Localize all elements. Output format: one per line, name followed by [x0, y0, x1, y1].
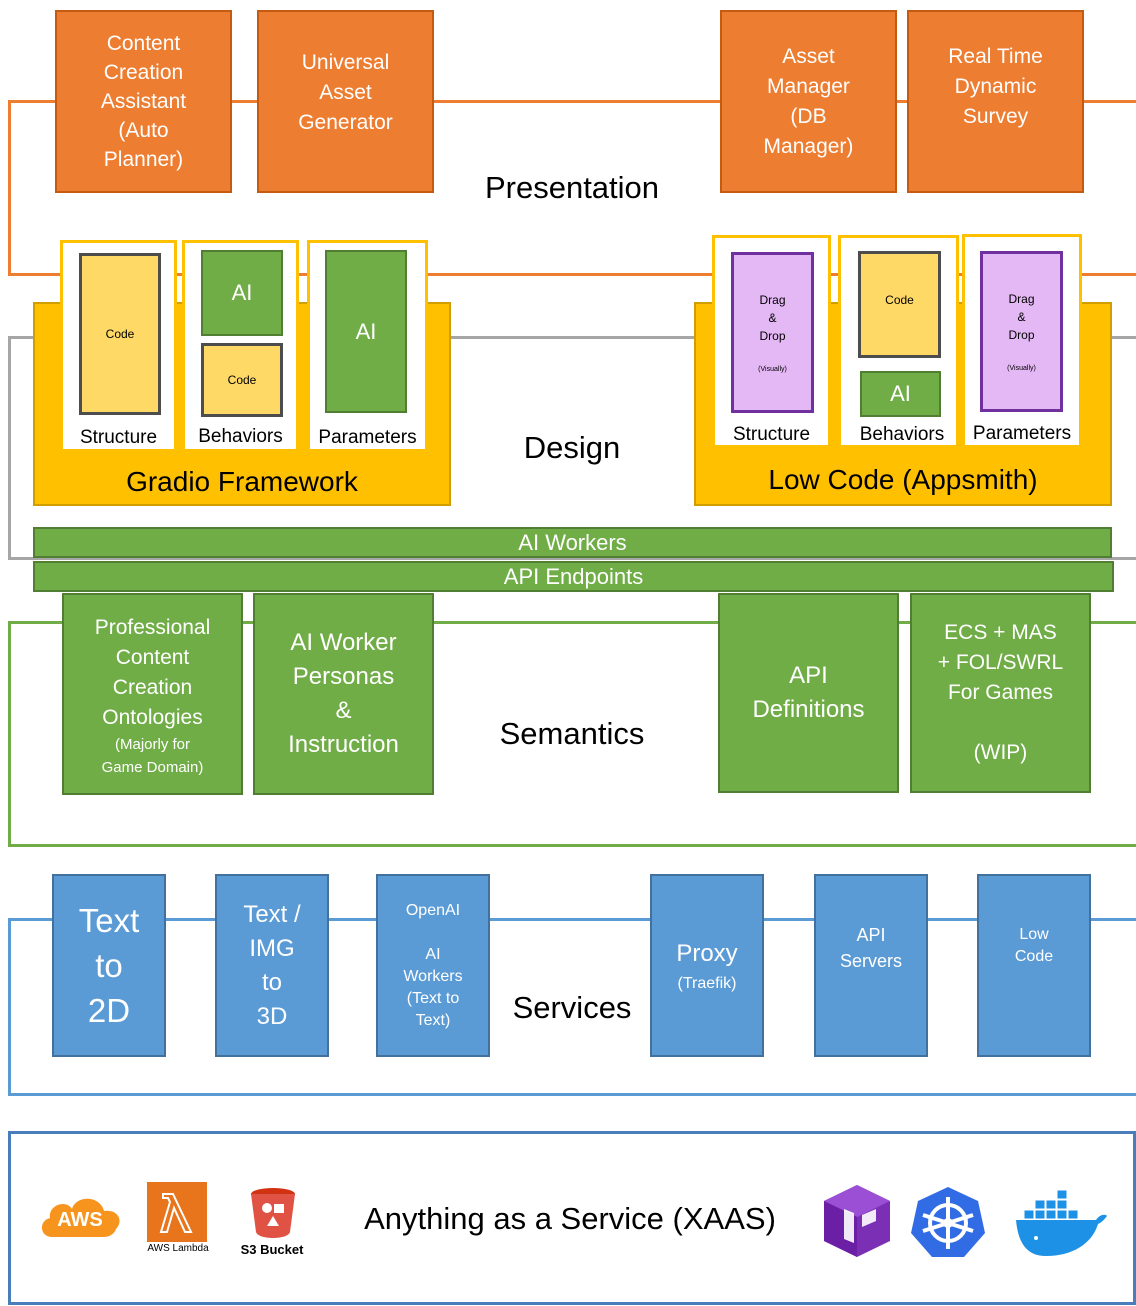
design-frame-left [8, 336, 11, 560]
lowcode-parameters-dragdrop-text: Drag & Drop [1008, 292, 1035, 342]
proxy-text: Proxy [676, 940, 738, 967]
api-servers-box: API Servers [814, 874, 928, 1057]
low-code-service-box: Low Code [977, 874, 1091, 1057]
content-creation-assistant-box: Content Creation Assistant (Auto Planner… [55, 10, 232, 193]
lowcode-structure-dragdrop-text: Drag & Drop [759, 293, 786, 343]
design-frame-top [8, 336, 1136, 339]
lowcode-parameters-dragdrop: Drag & Drop (Visually) [980, 251, 1063, 412]
cube-icon [822, 1183, 892, 1259]
gradio-structure-label: Structure [79, 427, 158, 448]
services-frame-left [8, 918, 11, 1096]
lowcode-parameters-dragdrop-note: (Visually) [1007, 365, 1036, 372]
semantics-label: Semantics [499, 716, 645, 751]
presentation-frame-left [8, 100, 11, 276]
lowcode-structure-label: Structure [732, 424, 811, 445]
aws-icon: AWS [36, 1187, 124, 1247]
lowcode-behaviors-code: Code [858, 251, 941, 358]
asset-manager-box: Asset Manager (DB Manager) [720, 10, 897, 193]
ecs-mas-box: ECS + MAS + FOL/SWRL For Games (WIP) [910, 593, 1091, 793]
api-definitions-box: API Definitions [718, 593, 899, 793]
presentation-frame-top [8, 100, 1136, 103]
aws-lambda-caption: AWS Lambda [147, 1243, 209, 1254]
ai-workers-bar: AI Workers [33, 527, 1112, 558]
semantics-frame-top [8, 621, 1136, 624]
lowcode-structure-dragdrop: Drag & Drop (Visually) [731, 252, 814, 413]
gradio-parameters-label: Parameters [318, 427, 417, 448]
lowcode-parameters-label: Parameters [972, 423, 1072, 444]
gradio-parameters-ai: AI [325, 250, 407, 413]
lowcode-behaviors-label: Behaviors [859, 424, 945, 445]
gradio-framework-title: Gradio Framework [126, 466, 358, 497]
design-label: Design [523, 430, 621, 465]
aws-text: AWS [57, 1209, 103, 1231]
worker-personas-box: AI Worker Personas & Instruction [253, 593, 434, 795]
services-label: Services [512, 990, 632, 1025]
proxy-box: Proxy (Traefik) [650, 874, 764, 1057]
real-time-survey-box: Real Time Dynamic Survey [907, 10, 1084, 193]
semantics-frame-left [8, 621, 11, 847]
docker-icon [1012, 1186, 1108, 1258]
aws-lambda-icon [147, 1182, 207, 1242]
gradio-structure-code: Code [79, 253, 161, 415]
ontologies-text: Professional Content Creation Ontologies [94, 616, 211, 729]
lowcode-title: Low Code (Appsmith) [768, 464, 1038, 495]
gradio-behaviors-code: Code [201, 343, 283, 417]
universal-asset-generator-box: Universal Asset Generator [257, 10, 434, 193]
s3-bucket-icon [248, 1186, 298, 1240]
openai-workers-box: OpenAI AI Workers (Text to Text) [376, 874, 490, 1057]
lowcode-structure-dragdrop-note: (Visually) [758, 366, 787, 373]
text-to-2d-box: Text to 2D [52, 874, 166, 1057]
text-img-to-3d-box: Text / IMG to 3D [215, 874, 329, 1057]
api-endpoints-bar: API Endpoints [33, 561, 1114, 592]
proxy-note: (Traefik) [677, 975, 737, 992]
semantics-frame-bottom [8, 844, 1136, 847]
gradio-behaviors-label: Behaviors [198, 426, 283, 447]
ontologies-box: Professional Content Creation Ontologies… [62, 593, 243, 795]
kubernetes-icon [910, 1185, 986, 1259]
s3-bucket-caption: S3 Bucket [240, 1242, 304, 1257]
presentation-frame-bottom [8, 273, 1136, 276]
xaas-frame [8, 1131, 1136, 1305]
xaas-label: Anything as a Service (XAAS) [364, 1201, 776, 1236]
services-frame-top [8, 918, 1136, 921]
ontologies-note: (Majorly for Game Domain) [101, 736, 204, 776]
lowcode-behaviors-ai: AI [860, 371, 941, 417]
design-frame-bottom [8, 557, 1136, 560]
presentation-label: Presentation [484, 170, 660, 205]
gradio-behaviors-ai: AI [201, 250, 283, 336]
services-frame-bottom [8, 1093, 1136, 1096]
